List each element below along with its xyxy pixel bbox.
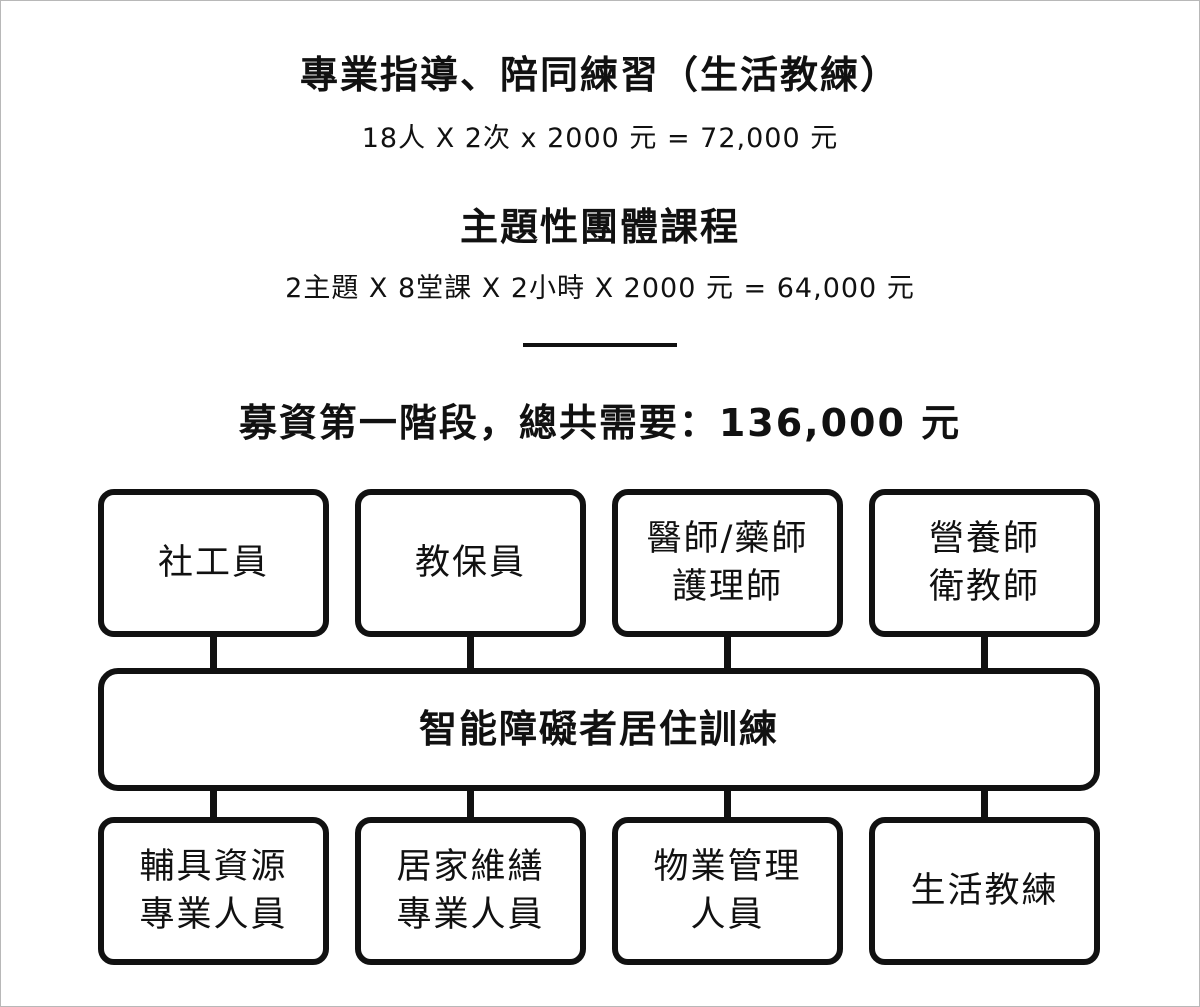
- box-life-coach: 生活教練: [869, 817, 1100, 965]
- box-line: 護理師: [671, 567, 783, 607]
- calc-coaching: 18人 X 2次 x 2000 元 = 72,000 元: [361, 123, 839, 154]
- box-line: 衛教師: [928, 567, 1040, 607]
- box-line: 居家維繕: [396, 846, 545, 887]
- box-assistive-devices: 輔具資源 專業人員: [98, 817, 329, 965]
- box-line: 醫師/藥師: [646, 518, 809, 559]
- box-nutrition: 營養師 衛教師: [869, 489, 1100, 637]
- total-funding: 募資第一階段，總共需要：136,000 元: [238, 401, 962, 445]
- box-property-management: 物業管理 人員: [612, 817, 843, 965]
- connector-line: [467, 635, 474, 670]
- box-line: 教保員: [414, 542, 526, 583]
- box-line: 輔具資源: [139, 846, 288, 887]
- box-caregiver: 教保員: [355, 489, 586, 637]
- connector-line: [724, 789, 731, 819]
- box-line: 專業人員: [396, 895, 545, 935]
- heading-coaching: 專業指導、陪同練習（生活教練）: [299, 53, 900, 97]
- box-line: 生活教練: [910, 870, 1059, 911]
- connector-line: [724, 635, 731, 670]
- box-line: 專業人員: [139, 895, 288, 935]
- box-line: 物業管理: [653, 846, 802, 887]
- divider-line: [523, 343, 677, 347]
- box-social-worker: 社工員: [98, 489, 329, 637]
- box-line: 營養師: [928, 518, 1040, 559]
- calc-group-course: 2主題 X 8堂課 X 2小時 X 2000 元 = 64,000 元: [285, 273, 915, 304]
- connector-line: [467, 789, 474, 819]
- connector-line: [210, 789, 217, 819]
- box-home-repair: 居家維繕 專業人員: [355, 817, 586, 965]
- box-line: 人員: [690, 895, 765, 935]
- connector-line: [981, 635, 988, 670]
- box-medical: 醫師/藥師 護理師: [612, 489, 843, 637]
- connector-line: [210, 635, 217, 670]
- box-center-training: 智能障礙者居住訓練: [98, 668, 1100, 791]
- heading-group-course: 主題性團體課程: [459, 205, 740, 249]
- center-label: 智能障礙者居住訓練: [418, 707, 779, 752]
- box-line: 社工員: [157, 542, 269, 583]
- connector-line: [981, 789, 988, 819]
